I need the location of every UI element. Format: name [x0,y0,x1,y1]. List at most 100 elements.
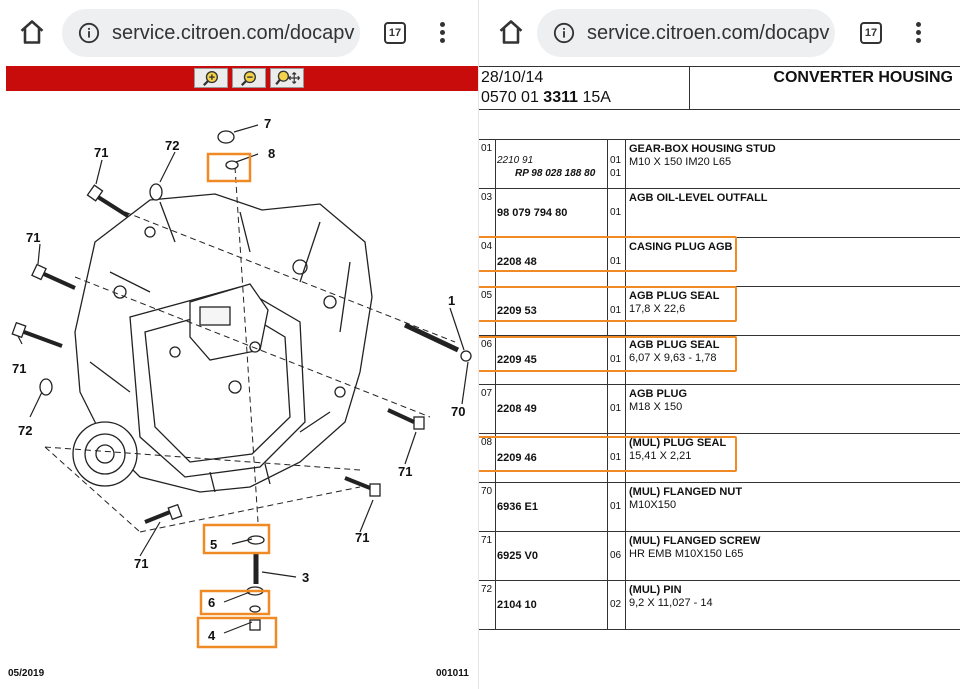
part-name: AGB PLUG SEAL [629,339,720,351]
part-index: 07 [481,388,493,399]
left-browser-pane: service.citroen.com/docapv 17 [0,0,478,689]
part-spec: M10 X 150 IM20 L65 [629,156,732,168]
callout-label: 7 [264,116,271,131]
part-spec: 9,2 X 11,027 - 14 [629,597,713,609]
tab-switcher-button[interactable]: 17 [384,22,406,44]
zoom-out-icon[interactable] [232,68,266,88]
callout-label: 71 [355,530,369,545]
tab-switcher-button[interactable]: 17 [860,22,882,44]
column-divider [607,483,608,531]
callout-label: 71 [134,556,148,571]
part-name: AGB OIL-LEVEL OUTFALL [629,192,768,204]
more-menu-icon[interactable] [916,22,922,44]
column-divider [625,434,626,482]
column-divider [495,385,496,433]
column-divider [495,532,496,580]
part-reference: 6936 E1 [497,501,538,513]
callout-label: 8 [268,146,275,161]
part-index: 05 [481,290,493,301]
info-icon[interactable] [78,22,100,44]
gearbox-housing-illustration [72,193,373,493]
part-reference: 2104 10 [497,599,537,611]
part-quantity: 01 [610,155,622,166]
part-index: 72 [481,584,493,595]
part-quantity: 01 [610,403,622,414]
part-name: (MUL) FLANGED SCREW [629,535,761,547]
part-reference: 2208 48 [497,256,537,268]
bolts-illustration [11,130,472,631]
part-spec: M10X150 [629,499,677,511]
part-spec: 6,07 X 9,63 - 1,78 [629,352,717,364]
column-divider [625,189,626,237]
viewer-toolbar [6,66,478,91]
part-index: 08 [481,437,493,448]
column-divider [607,581,608,629]
part-quantity: 01 [610,256,622,267]
address-bar[interactable]: service.citroen.com/docapv [62,9,360,57]
home-icon[interactable] [18,18,46,46]
column-divider [607,385,608,433]
column-divider [607,189,608,237]
column-divider [625,385,626,433]
callout-label: 71 [12,361,26,376]
column-divider [625,140,626,188]
callout-label: 5 [210,537,217,552]
callout-label: 72 [18,423,32,438]
document-title: CONVERTER HOUSING [773,69,953,86]
callout-label: 71 [398,464,412,479]
part-name: (MUL) FLANGED NUT [629,486,743,498]
column-divider [625,532,626,580]
exploded-parts-diagram: 7 8 71 72 71 1 71 70 72 71 5 71 71 3 6 4 [11,116,472,649]
column-divider [625,336,626,384]
home-icon[interactable] [497,18,525,46]
callout-label: 1 [448,293,455,308]
part-name: CASING PLUG AGB [629,241,733,253]
part-name: (MUL) PIN [629,584,682,596]
info-icon[interactable] [553,22,575,44]
part-index: 04 [481,241,493,252]
part-spec: HR EMB M10X150 L65 [629,548,744,560]
header-divider [689,67,690,109]
document-header: 28/10/14 0570 01 3311 15A CONVERTER HOUS… [479,66,960,110]
part-reference-alt: 2210 91 [497,155,534,166]
column-divider [607,238,608,286]
part-index: 70 [481,486,493,497]
browser-toolbar: service.citroen.com/docapv 17 [479,0,960,66]
callout-label: 71 [94,145,108,160]
document-date: 28/10/14 [481,69,544,86]
part-spec: 15,41 X 2,21 [629,450,692,462]
column-divider [625,483,626,531]
part-reference: 2209 46 [497,452,537,464]
address-bar[interactable]: service.citroen.com/docapv [537,9,835,57]
row-highlight [479,286,737,322]
row-highlight [479,236,737,272]
callout-label: 72 [165,138,179,153]
column-divider [495,336,496,384]
document-code: 0570 01 3311 15A [481,89,611,107]
zoom-move-icon[interactable] [270,68,304,88]
column-divider [495,287,496,335]
column-divider [495,140,496,188]
part-index: 06 [481,339,493,350]
part-name: AGB PLUG SEAL [629,290,720,302]
column-divider [607,336,608,384]
highlight-8 [206,152,252,183]
callout-labels: 7 8 71 72 71 1 71 70 72 71 5 71 71 3 6 4 [12,116,465,643]
part-reference: 98 079 794 80 [497,207,568,219]
callout-label: 4 [208,628,216,643]
highlight-6 [199,589,271,616]
part-quantity: 01 [610,305,622,316]
column-divider [495,483,496,531]
callout-label: 71 [26,230,40,245]
more-menu-icon[interactable] [440,22,446,44]
zoom-in-icon[interactable] [194,68,228,88]
part-quantity: 01 [610,501,622,512]
column-divider [625,238,626,286]
column-divider [625,581,626,629]
